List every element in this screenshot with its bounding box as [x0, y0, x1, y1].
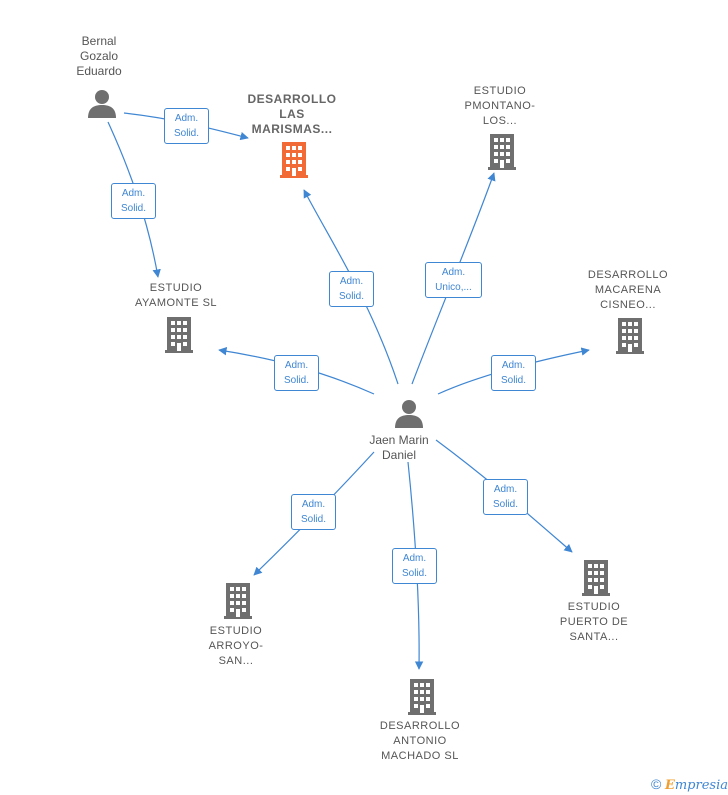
edge-label-bernal-marismas: Adm. Solid.	[164, 108, 209, 144]
building-icon-macarena[interactable]	[616, 318, 644, 354]
node-label-jaen[interactable]: Jaen Marin Daniel	[369, 433, 429, 462]
edge-label-jaen-marismas: Adm. Solid.	[329, 271, 374, 307]
edge-label-jaen-pmontano: Adm. Unico,...	[425, 262, 482, 298]
edge-label-jaen-macarena: Adm. Solid.	[491, 355, 536, 391]
building-icon-machado[interactable]	[408, 679, 436, 715]
node-label-ayamonte[interactable]: ESTUDIO AYAMONTE SL	[134, 282, 218, 309]
edge-label-jaen-ayamonte: Adm. Solid.	[274, 355, 319, 391]
copyright-icon: ©	[650, 776, 662, 792]
brand-logo: Empresia	[664, 778, 728, 793]
person-icon-bernal[interactable]	[88, 90, 116, 118]
building-icon-pmontano[interactable]	[488, 134, 516, 170]
edge-label-jaen-arroyo: Adm. Solid.	[291, 494, 336, 530]
node-label-machado[interactable]: DESARROLLO ANTONIO MACHADO SL	[379, 720, 461, 762]
node-label-arroyo[interactable]: ESTUDIO ARROYO- SAN...	[208, 625, 264, 667]
building-icon-ayamonte[interactable]	[165, 317, 193, 353]
building-icon-puerto[interactable]	[582, 560, 610, 596]
edge-label-jaen-puerto: Adm. Solid.	[483, 479, 528, 515]
node-label-puerto[interactable]: ESTUDIO PUERTO DE SANTA...	[559, 601, 629, 643]
node-label-pmontano[interactable]: ESTUDIO PMONTANO- LOS...	[464, 85, 536, 127]
building-icon-arroyo[interactable]	[224, 583, 252, 619]
edge-label-bernal-ayamonte: Adm. Solid.	[111, 183, 156, 219]
node-label-marismas[interactable]: DESARROLLO LAS MARISMAS...	[247, 92, 337, 136]
footer-brand: © Empresia	[651, 776, 728, 793]
building-icon-marismas[interactable]	[280, 142, 308, 178]
person-icon-jaen[interactable]	[395, 400, 423, 428]
node-label-macarena[interactable]: DESARROLLO MACARENA CISNEO...	[587, 269, 669, 311]
edge-label-jaen-machado: Adm. Solid.	[392, 548, 437, 584]
node-label-bernal[interactable]: Bernal Gozalo Eduardo	[76, 34, 122, 78]
